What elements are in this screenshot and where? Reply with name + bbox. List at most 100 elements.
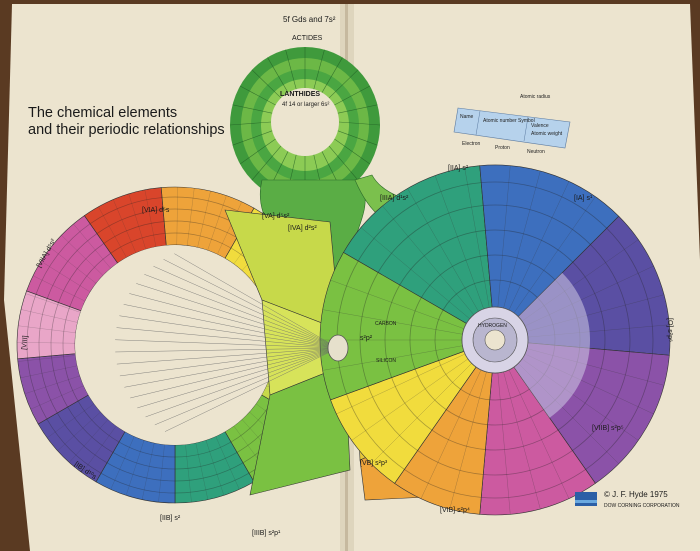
ray-line [124,347,339,388]
ring-cell-line [38,394,89,425]
ring-cell-line [205,440,224,496]
wheel-cell-line [497,165,511,308]
wheel-cell-line [503,371,541,510]
loop-divider [328,145,359,181]
wheel-cell-line [420,369,482,499]
convergence-node [327,334,349,362]
legend-box: Name Atomic number Symbol Valence Atomic… [453,94,571,155]
ring-cell-line [84,215,118,264]
label-viib: [VIIB] s²p⁵ [592,425,624,432]
ring-line [38,298,48,357]
wheel-cell-line [360,227,470,319]
wheel-ring-line [489,388,530,401]
ring-line [165,232,232,249]
right-wheel [319,164,671,516]
loop-divider [251,145,282,181]
wheel-cell-line [351,358,469,441]
hub-hydrogen-label: HYDROGEN [478,323,507,329]
ring-cell-line [50,247,97,284]
ring-cell-line [25,293,81,313]
ring-cell-line [20,365,78,378]
wheel-ring-line [485,429,559,451]
loop-divider [232,130,273,146]
ring-cell-line [17,355,76,362]
wheel-cell-line [434,175,484,310]
wheel-cell-line [497,372,511,515]
ring-cell-line [187,188,195,246]
ray-line [163,259,339,349]
ring-cell-line [224,431,255,482]
ring-cell-line [215,436,240,490]
legend-name: Name [460,114,474,120]
convergence-rays [115,253,339,432]
wheel-cell-line [371,363,472,464]
ring-cell-line [195,442,208,500]
ray-line [137,347,339,409]
wheel-cell-line [322,345,463,371]
dow-logo-stripe [575,500,597,503]
label-va: [VA] d⁵s² [262,213,290,220]
ray-line [144,274,339,349]
loop-divider [267,57,289,93]
ring-cell-line [126,440,145,496]
wheel-cell-line [508,369,570,499]
ray-line [115,339,339,349]
connector-band [249,364,351,496]
loop-divider [334,85,371,106]
loop-divider [239,138,276,165]
wheel-cell-line [464,167,490,308]
ray-line [115,347,339,353]
wheel-cell-line [394,366,477,484]
ring-line [62,306,71,355]
ring-cell-line [161,187,167,246]
wheel-cell-line [479,372,493,515]
ring-cell-line [17,342,76,344]
credit-author: © J. F. Hyde 1975 [604,490,668,499]
label-silicon: SILICON [376,358,396,364]
ring-cell-line [185,444,192,503]
wheel-ring-line [489,279,538,298]
ring-cell-line [24,375,80,394]
loop-divider [313,49,325,90]
ring-cell-line [57,411,101,451]
legend-valence: Valence [531,123,549,129]
loop-divider [232,104,273,114]
wheel-cell-line [503,170,541,309]
dow-logo [575,492,597,506]
label-iiib: [IIIB] s²p¹ [252,530,281,537]
label-viii: [VIII] [21,335,29,350]
wheel-cell-line [508,181,570,311]
legend-electron: Electron [462,141,481,147]
legend-atomic-number: Atomic number Symbol [483,118,535,124]
loop-divider [338,121,381,126]
ray-line [116,327,339,349]
credit-org: DOW CORNING CORPORATION [604,503,680,509]
ring-cell-line [158,444,165,503]
ring-cell-line [144,189,157,247]
label-sp: s²p² [360,335,373,342]
ring-cell-line [18,325,76,333]
ring-cell-line [95,431,126,482]
legend-proton: Proton [495,145,510,151]
ring-cell-line [176,187,178,246]
loop-divider [328,69,359,99]
ring-cell-line [110,436,135,490]
ray-line [153,265,339,349]
label-ia: [IA] s¹ [574,195,593,202]
label-iia: [IIA] s² [448,165,469,172]
label-iiia: [IIIA] d¹s² [380,195,409,202]
legend-neutron: Neutron [527,149,545,155]
ring-cell-line [47,403,95,438]
ray-line [145,347,339,418]
ray-line [119,315,339,349]
ray-line [154,347,339,426]
loop-divider [229,121,272,126]
wheel-cell-line [479,165,493,308]
loop-divider [251,69,282,99]
legend-atomic-weight: Atomic weight [531,131,563,137]
ring-cell-line [207,195,227,251]
ray-line [129,293,339,349]
wheel-cell-line [330,351,465,401]
ray-line [164,347,339,432]
